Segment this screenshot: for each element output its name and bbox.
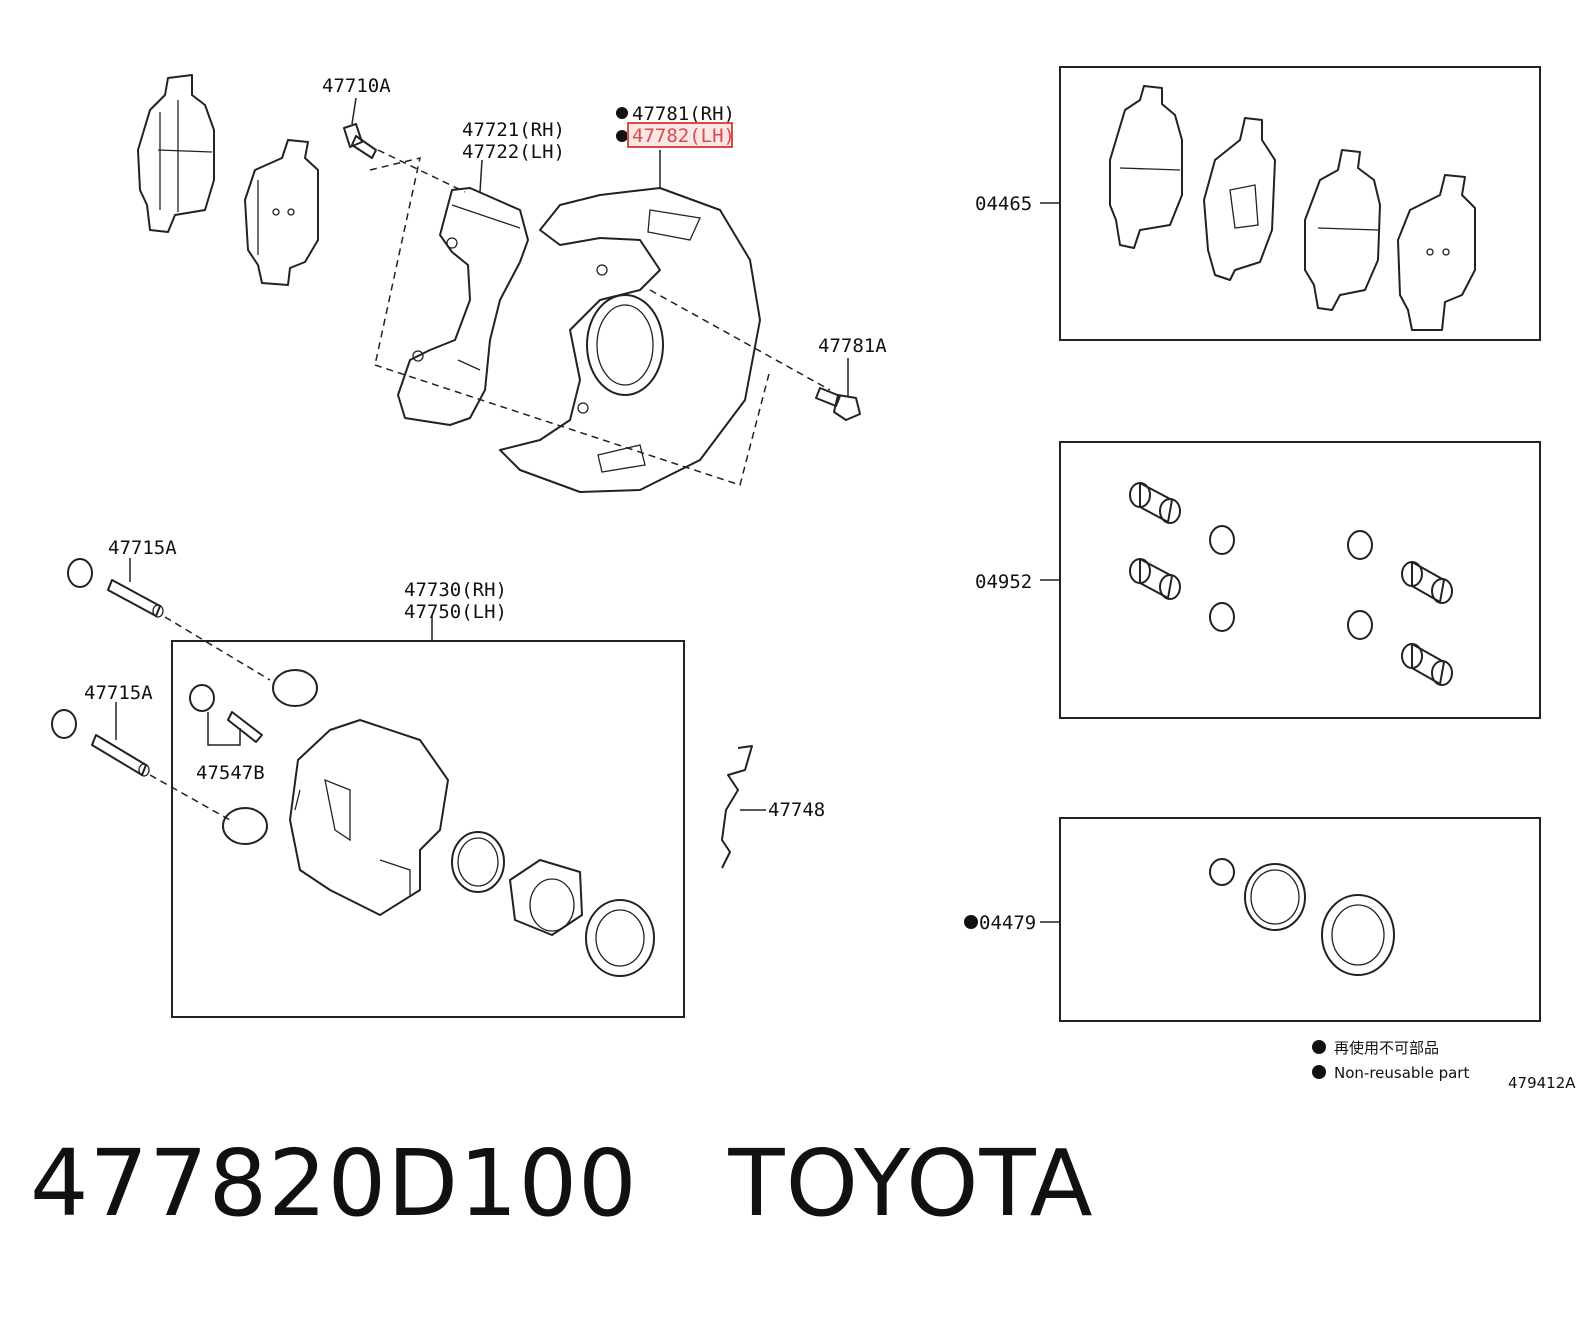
seal-kit-box xyxy=(1059,817,1541,1022)
legend-dot-en xyxy=(1312,1065,1326,1079)
bleeder-screw-drawing xyxy=(189,684,263,746)
legend-dot-jp xyxy=(1312,1040,1326,1054)
brake-pad-outer-drawing xyxy=(137,74,215,233)
caliper-assembly-box xyxy=(171,640,685,1018)
anti-rattle-clip-drawing xyxy=(721,745,766,869)
bracket-dash-box xyxy=(374,364,771,486)
label-47547B: 47547B xyxy=(196,762,265,784)
label-47730rh: 47730(RH) xyxy=(404,579,507,601)
leader-bracket xyxy=(479,159,483,193)
slide-pin-top-drawing xyxy=(67,558,164,618)
label-47710A: 47710A xyxy=(322,75,391,97)
non-reusable-dot-47781 xyxy=(616,107,628,119)
label-04952: 04952 xyxy=(975,571,1032,593)
label-47781rh: 47781(RH) xyxy=(632,103,735,125)
pin-kit-drawing xyxy=(1129,482,1453,686)
label-04479: 04479 xyxy=(979,912,1036,934)
caliper-body-drawing xyxy=(222,669,449,916)
bracket-dash-line-bolt xyxy=(377,149,466,193)
figure-code: 479412A xyxy=(1508,1074,1576,1092)
bolt-47781A-drawing xyxy=(815,358,861,421)
pin-bottom-dash-line xyxy=(149,774,231,821)
part-number-title: 477820D100 TOYOTA xyxy=(30,1130,1094,1237)
label-47715A-top: 47715A xyxy=(108,537,177,559)
legend-text-jp: 再使用不可部品 xyxy=(1334,1039,1439,1057)
dust-shield-drawing xyxy=(499,187,761,493)
pad-kit-box xyxy=(1059,66,1541,341)
non-reusable-dot-04479 xyxy=(964,915,978,929)
highlight-box-47782 xyxy=(627,122,733,148)
label-47781A: 47781A xyxy=(818,335,887,357)
caliper-bracket-drawing xyxy=(397,187,529,426)
pin-kit-box xyxy=(1059,441,1541,719)
bolt-47710A-drawing xyxy=(343,97,377,159)
slide-pin-bottom-drawing xyxy=(51,702,150,777)
non-reusable-dot-47782 xyxy=(616,130,628,142)
pad-kit-drawing xyxy=(1109,85,1476,331)
brake-pad-inner-drawing xyxy=(244,139,319,286)
pin-top-dash-line xyxy=(164,616,271,681)
label-47722lh: 47722(LH) xyxy=(462,141,565,163)
piston-seals-drawing xyxy=(451,831,655,977)
label-04465: 04465 xyxy=(975,193,1032,215)
seal-kit-drawing xyxy=(1209,858,1395,976)
bracket-dash-line-left xyxy=(369,156,421,366)
shield-bolt-dash-line xyxy=(649,289,831,391)
label-47750lh: 47750(LH) xyxy=(404,601,507,623)
legend-text-en: Non-reusable part xyxy=(1334,1064,1469,1082)
label-47715A-bottom: 47715A xyxy=(84,682,153,704)
label-47782lh: 47782(LH) xyxy=(632,125,735,147)
label-47721rh: 47721(RH) xyxy=(462,119,565,141)
label-47748: 47748 xyxy=(768,799,825,821)
